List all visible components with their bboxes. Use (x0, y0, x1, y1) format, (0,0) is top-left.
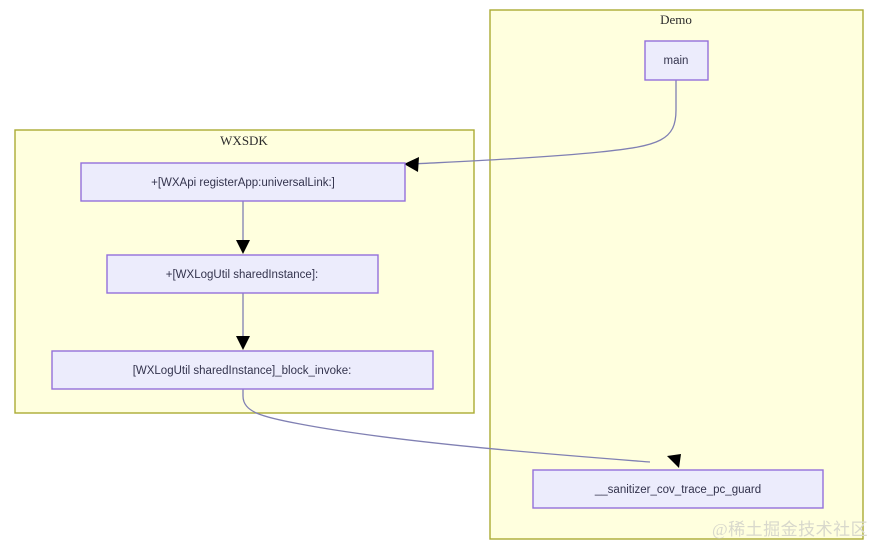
edge-block-invoke-to-sanitizer (242, 389, 651, 463)
edges-layer (236, 80, 681, 468)
arrowhead-sanitizer (667, 454, 681, 468)
node-register-app[interactable]: +[WXApi registerApp:universalLink:] (80, 162, 406, 202)
node-wxlogutil-sharedinstance-label: +[WXLogUtil sharedInstance]: (166, 269, 318, 281)
node-sanitizer-cov-trace-pc-guard-box[interactable] (532, 469, 824, 509)
node-sanitizer-cov-trace-pc-guard-label: __sanitizer_cov_trace_pc_guard (594, 484, 761, 496)
node-sanitizer-cov-trace-pc-guard[interactable]: __sanitizer_cov_trace_pc_guard (532, 469, 824, 509)
node-main-box[interactable] (644, 40, 709, 81)
arrowhead-block-invoke (236, 336, 250, 350)
node-wxlogutil-block-invoke[interactable]: [WXLogUtil sharedInstance]_block_invoke: (51, 350, 434, 390)
arrowhead-register-app (404, 157, 419, 172)
node-main-label: main (664, 55, 689, 67)
node-wxlogutil-block-invoke-label: [WXLogUtil sharedInstance]_block_invoke: (133, 365, 352, 377)
node-wxlogutil-sharedinstance[interactable]: +[WXLogUtil sharedInstance]: (106, 254, 379, 294)
node-wxlogutil-block-invoke-box[interactable] (51, 350, 434, 390)
cluster-wxsdk-label: WXSDK (220, 133, 268, 148)
node-main[interactable]: main (644, 40, 709, 81)
watermark-label: @稀土掘金技术社区 (712, 520, 868, 539)
node-wxlogutil-sharedinstance-box[interactable] (106, 254, 379, 294)
cluster-demo-label: Demo (660, 12, 692, 27)
edge-main-to-register-app (411, 80, 677, 165)
arrowhead-sharedinstance (236, 240, 250, 254)
node-register-app-label: +[WXApi registerApp:universalLink:] (151, 177, 335, 189)
node-register-app-box[interactable] (80, 162, 406, 202)
